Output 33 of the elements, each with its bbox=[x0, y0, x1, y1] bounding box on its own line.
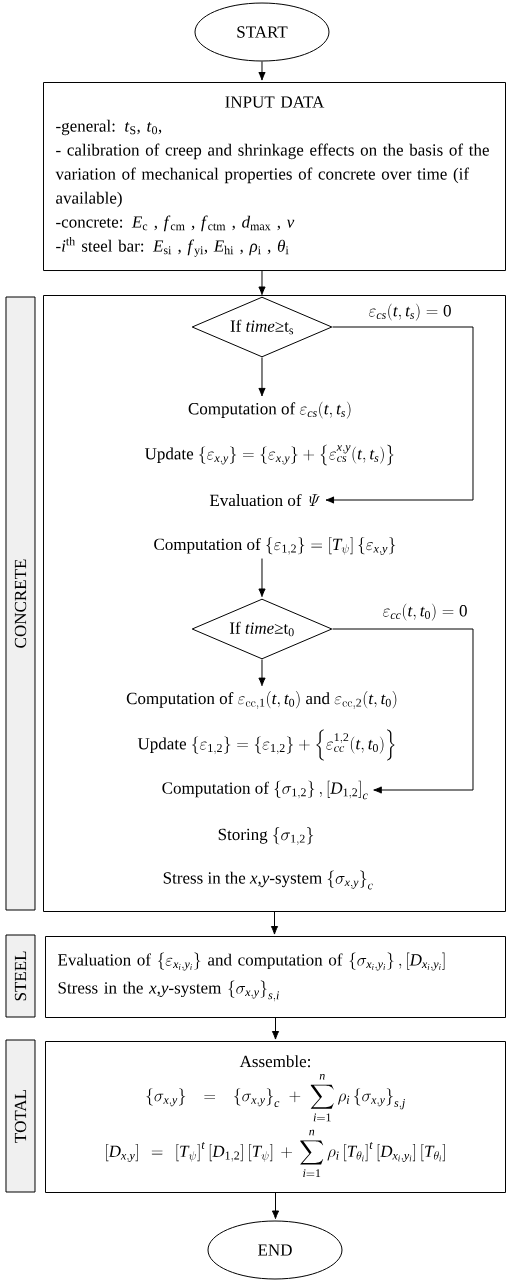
step-text: Update $\left\{\varepsilon_{1,2}\right\}=\left\{\varepsilon_{1,2}\right\}+\left\{\varepsilon^{1,2}_{cc}(t,t_0)\right\}$ bbox=[137, 729, 395, 761]
step-text: Computation of $\varepsilon_{\mathrm{cc},1}(t,t_0)$ and $\varepsilon_{\mathrm{cc},2}(t,t_0)$ bbox=[126, 691, 397, 709]
step-text: Evaluation of $\mathit{\Psi}$ bbox=[209, 493, 320, 507]
arrow bbox=[258, 659, 266, 687]
arrow bbox=[258, 61, 266, 81]
step-text: Computation of $\left\{\varepsilon_{1,2}\right\}=\left[T_{\psi}\right]\left\{\varepsilon_{x,y}\right\}$ bbox=[154, 536, 396, 556]
arrow bbox=[325, 326, 474, 504]
step-text: Computation of $\left\{\sigma_{1,2}\right\},\left[D_{1,2}\right]_c$ bbox=[162, 780, 368, 800]
node-label: $\left\{\varepsilon_{x_i,y_i}\right\}$ bbox=[157, 952, 201, 971]
side-tab: STEEL bbox=[5, 934, 36, 1018]
side-tab: CONCRETE bbox=[5, 296, 36, 911]
input-box: INPUT DATA -general: t$_{S}$, t$_{0}$, - calibration of creep and shrinkage effects on the basis of the variation of mechanical properties of concrete over time (if available) -concrete: E$_{c}$ , f$_{cm}$ , f$_{ctm}$ , d$_{max}$ , ν -i$^{th}$ steel bar: E$_{si}$ , f$_{yi}$, E$_{hi}$ , ρ$_{i}$ , θ$_{i}$ bbox=[43, 82, 506, 271]
arrow bbox=[271, 1017, 280, 1040]
section-box: Assemble: $\left\{\sigma_{x,y}\right\}=\left\{\sigma_{x,y}\right\}_c+\sum_{i=1}^{n}\rho_i\left\{\sigma_{x,y}\right\}_{s,j}$ $\left[D_{x,y}\right]=\left[T_{\psi}\right]^t\left[D_{1,2}\right]\left[T_{\psi}\right]+\sum_{i=1}^{n}\rho_i\left[T_{\theta_i}\right]^t\left[D_{x_i,y_i}\right]\left[T_{\theta_i}\right]$ bbox=[45, 1041, 506, 1193]
step-text: Stress in the x,y-system $\left\{\sigma_{x,y}\right\}_c$ bbox=[163, 870, 373, 890]
arrow bbox=[258, 270, 266, 296]
arrow bbox=[271, 1192, 280, 1220]
step-text: Computation of $\varepsilon_{cs}(t,t_s)$ bbox=[188, 401, 351, 419]
node-label: $\left\{\sigma_{x,y}\right\}_{s,i}$ bbox=[228, 980, 279, 1002]
node-label: Stress in the x,y-system bbox=[58, 981, 222, 998]
arrow bbox=[332, 628, 474, 794]
side-tab: TOTAL bbox=[5, 1039, 36, 1193]
arrow bbox=[258, 357, 266, 397]
node-label: Evaluation of bbox=[57, 953, 151, 966]
arrow bbox=[258, 558, 266, 598]
node-label: and computation of bbox=[208, 953, 343, 970]
arrow bbox=[270, 911, 279, 935]
section-box: Evaluation of $\left\{\varepsilon_{x_i,y_i}\right\}$ and computation of $\left\{\sigma_{x_i,y_i}\right\},\left[D_{x_i,y_i}\right]$ Stress in the x,y-system $\left\{\sigma_{x,y}\right\}_{s,i}$ bbox=[45, 936, 506, 1018]
edge-label: $\varepsilon_{cs}(t,t_s)=0$ bbox=[368, 303, 451, 321]
step-text: Storing $\left\{\sigma_{1,2}\right\}$ bbox=[218, 827, 314, 845]
edge-label: $\varepsilon_{cc}(t,t_0)=0$ bbox=[382, 603, 467, 621]
step-text: Update $\left\{\varepsilon_{x,y}\right\}=\left\{\varepsilon_{x,y}\right\}+\left\{\varepsilon^{x,y}_{cs}(t,t_s)\right\}$ bbox=[144, 444, 394, 466]
node-label: $\left\{\sigma_{x_i,y_i}\right\},\left[D_{x_i,y_i}\right]$ bbox=[349, 952, 445, 971]
